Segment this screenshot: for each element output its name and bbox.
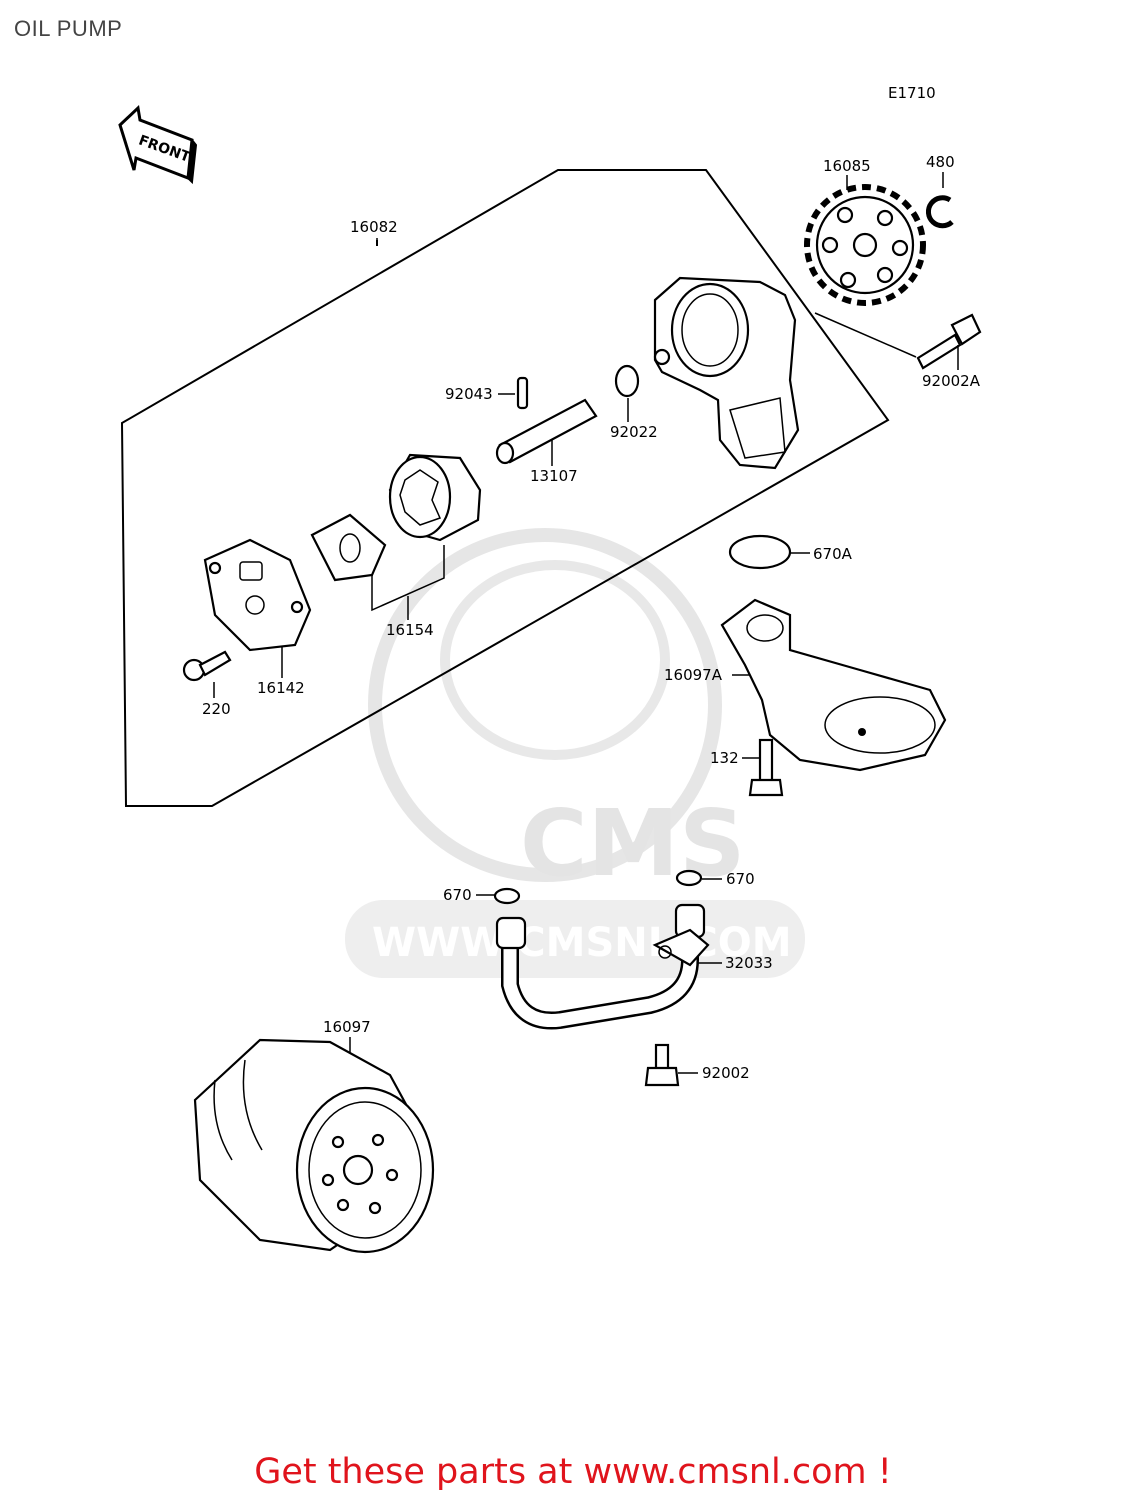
label-16142: 16142 (257, 679, 305, 697)
footer-cta[interactable]: Get these parts at www.cmsnl.com ! (254, 1452, 892, 1492)
label-16082: 16082 (350, 218, 398, 236)
label-92002: 92002 (702, 1064, 750, 1082)
bolt-92002A (916, 313, 982, 370)
label-92043: 92043 (445, 385, 493, 403)
label-220: 220 (202, 700, 231, 718)
circlip-480 (925, 172, 954, 229)
assembly-outline-16082 (120, 169, 890, 807)
washer-92022 (614, 364, 640, 398)
gear-16085 (804, 184, 926, 306)
label-670A: 670A (813, 545, 853, 563)
shaft-13107 (495, 398, 598, 465)
pump-housing (653, 276, 800, 470)
oring-670A (728, 534, 792, 570)
oring-670-left (493, 887, 521, 905)
rotor-inner-16154 (310, 513, 387, 582)
parts-diagram: CMS WWW.CMSNL.COM E1710 FRONT 16082 1608… (118, 84, 982, 1254)
label-32033: 32033 (725, 954, 773, 972)
oil-filter-16097 (193, 1038, 435, 1254)
label-132: 132 (710, 749, 739, 767)
label-480: 480 (926, 153, 955, 171)
front-arrow-icon: FRONT (118, 104, 198, 185)
label-16085: 16085 (823, 157, 871, 175)
label-16154: 16154 (386, 621, 434, 639)
label-16097: 16097 (323, 1018, 371, 1036)
page-title: OIL PUMP (14, 16, 123, 41)
bolt-132 (748, 738, 784, 797)
bolt-92002 (644, 1043, 680, 1087)
label-16097A: 16097A (664, 666, 723, 684)
label-13107: 13107 (530, 467, 578, 485)
pin-92043 (516, 376, 529, 410)
label-92002A: 92002A (922, 372, 981, 390)
oring-670-right (675, 869, 703, 887)
screw-220 (182, 650, 232, 682)
pipe-32033 (495, 903, 710, 1030)
cover-16142 (203, 538, 312, 652)
label-670-left: 670 (443, 886, 472, 904)
label-670-right: 670 (726, 870, 755, 888)
watermark-url: WWW.CMSNL.COM (372, 920, 792, 966)
label-92022: 92022 (610, 423, 658, 441)
diagram-code: E1710 (888, 84, 936, 102)
rotor-outer-16154 (388, 453, 482, 542)
strainer-16097A (720, 598, 947, 772)
watermark-brand: CMS (520, 790, 745, 897)
